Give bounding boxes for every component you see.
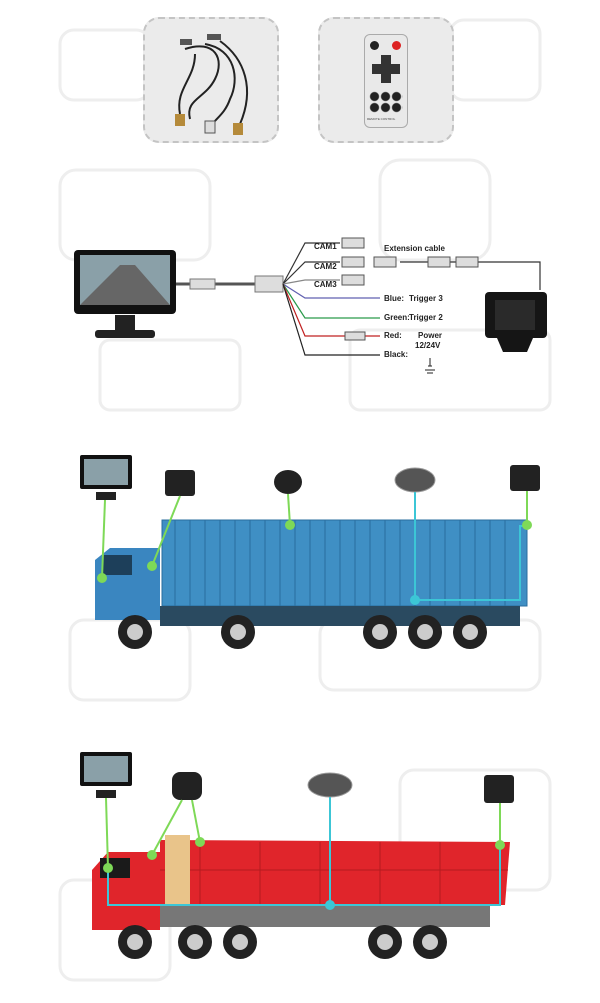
trigger3-label: Trigger 3 xyxy=(409,294,443,303)
power-button-icon xyxy=(392,41,401,50)
remote-control: REMOTE CONTROL xyxy=(364,34,408,128)
red-wire-label: Red: xyxy=(384,331,402,340)
cam2-label: CAM2 xyxy=(314,262,337,271)
side-camera-icon xyxy=(274,470,302,494)
dump-body xyxy=(160,840,510,905)
side-camera-icon xyxy=(172,772,202,800)
rear-dome-camera-icon xyxy=(307,772,353,798)
power-label: Power xyxy=(418,331,443,340)
camera-icon xyxy=(165,470,195,496)
black-wire-label: Black: xyxy=(384,350,409,359)
cable-harness-image xyxy=(175,34,248,135)
extension-cable-label: Extension cable xyxy=(384,244,445,253)
remote-accessory-box: REMOTE CONTROL xyxy=(318,17,454,143)
trigger2-label: Trigger 2 xyxy=(409,313,443,322)
voltage-label: 12/24V xyxy=(415,341,441,350)
cable-accessory-box xyxy=(143,17,279,143)
camera-icon xyxy=(510,465,540,491)
container xyxy=(161,519,528,607)
green-wire-label: Green: xyxy=(384,313,410,322)
cam1-label: CAM1 xyxy=(314,242,337,251)
cam3-label: CAM3 xyxy=(314,280,337,289)
camera-icon xyxy=(484,775,514,803)
remote-label: REMOTE CONTROL xyxy=(367,117,396,121)
blue-wire-label: Blue: xyxy=(384,294,404,303)
